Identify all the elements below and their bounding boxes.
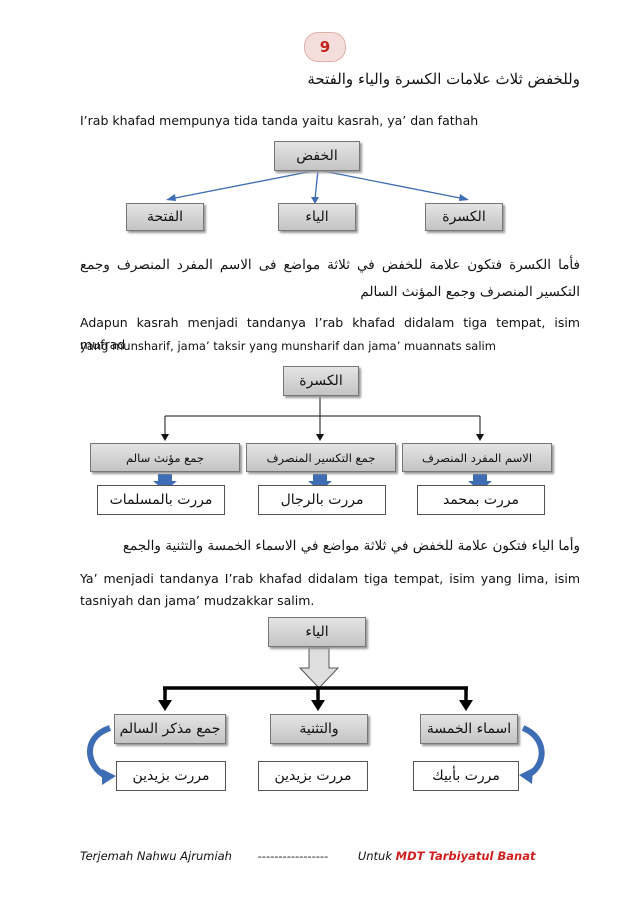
khafad-child-ya: الياء bbox=[278, 203, 356, 231]
page-number: 9 bbox=[304, 32, 346, 62]
ya-translation-line2: tasniyah dan jama’ mudzakkar salim. bbox=[80, 593, 315, 608]
khafad-root-box: الخفض bbox=[274, 141, 360, 171]
kasrah-category-taksir: جمع التكسير المنصرف bbox=[246, 443, 396, 472]
ya-text-arabic: وأما الياء فتكون علامة للخفض في ثلاثة مو… bbox=[122, 538, 580, 554]
khafad-child-fathah: الفتحة bbox=[126, 203, 204, 231]
khafad-translation: I’rab khafad mempunya tida tanda yaitu k… bbox=[80, 113, 479, 128]
khafad-child-kasrah: الكسرة bbox=[425, 203, 503, 231]
ya-example-asmaul-khamsah: مررت بأبيك bbox=[413, 761, 519, 791]
kasrah-text-arabic-line2: التكسير المنصرف وجمع المؤنث السالم bbox=[360, 284, 580, 300]
khafad-heading-arabic: وللخفض ثلاث علامات الكسرة والياء والفتحة bbox=[307, 70, 580, 88]
kasrah-text-arabic-line1: فأما الكسرة فتكون علامة للخفض في ثلاثة م… bbox=[80, 257, 580, 273]
ya-example-tasniyah: مررت بزيدين bbox=[258, 761, 368, 791]
kasrah-example-mufrad: مررت بمحمد bbox=[417, 485, 545, 515]
ya-translation-line1: Ya’ menjadi tandanya I’rab khafad didala… bbox=[80, 571, 580, 586]
footer-dashes: ----------------- bbox=[257, 849, 329, 863]
kasrah-root-box: الكسرة bbox=[283, 366, 359, 396]
kasrah-category-muannats: جمع مؤنث سالم bbox=[90, 443, 240, 472]
ya-category-jama-mudzakkar: جمع مذكر السالم bbox=[114, 714, 226, 744]
kasrah-example-muannats: مررت بالمسلمات bbox=[97, 485, 225, 515]
footer-right-prefix: Untuk bbox=[357, 849, 393, 863]
ya-root-box: الياء bbox=[268, 617, 366, 647]
kasrah-category-mufrad: الاسم المفرد المنصرف bbox=[402, 443, 552, 472]
kasrah-example-taksir: مررت بالرجال bbox=[258, 485, 386, 515]
kasrah-translation-line1: Adapun kasrah menjadi tandanya I’rab kha… bbox=[80, 315, 580, 352]
kasrah-translation-line2: yang munsharif, jama’ taksir yang munsha… bbox=[80, 339, 496, 353]
footer-left: Terjemah Nahwu Ajrumiah bbox=[80, 849, 232, 863]
footer: Terjemah Nahwu Ajrumiah ----------------… bbox=[80, 849, 560, 863]
footer-brand: MDT Tarbiyatul Banat bbox=[395, 849, 536, 863]
ya-category-tasniyah: والتثنية bbox=[270, 714, 368, 744]
ya-example-jama-mudzakkar: مررت بزيدين bbox=[116, 761, 226, 791]
ya-category-asmaul-khamsah: اسماء الخمسة bbox=[420, 714, 518, 744]
